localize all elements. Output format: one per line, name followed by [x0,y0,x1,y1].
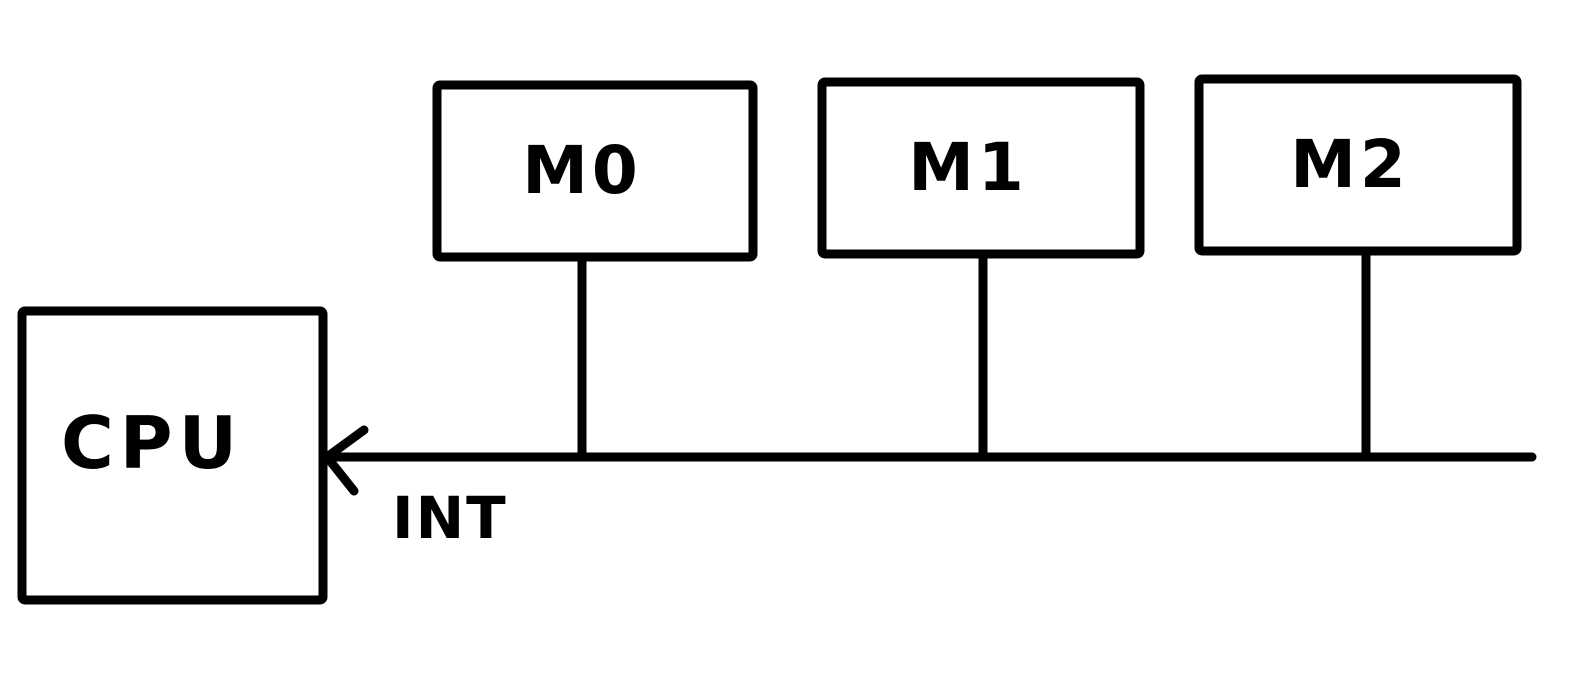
arrow-head-icon [322,425,369,496]
module-m0: M0 [432,80,758,462]
module-m0-box [432,80,758,262]
int-label: INT [392,484,508,552]
module-m1-label: M1 [908,129,1028,206]
module-m0-label: M0 [522,132,642,209]
cpu-label: CPU [61,401,243,485]
cpu-block: CPU [17,306,328,605]
module-m1: M1 [817,77,1145,462]
module-m2-box [1194,74,1522,256]
interrupt-bus: INT [322,425,1537,552]
module-m2-label: M2 [1290,126,1410,203]
module-m2: M2 [1194,74,1522,462]
